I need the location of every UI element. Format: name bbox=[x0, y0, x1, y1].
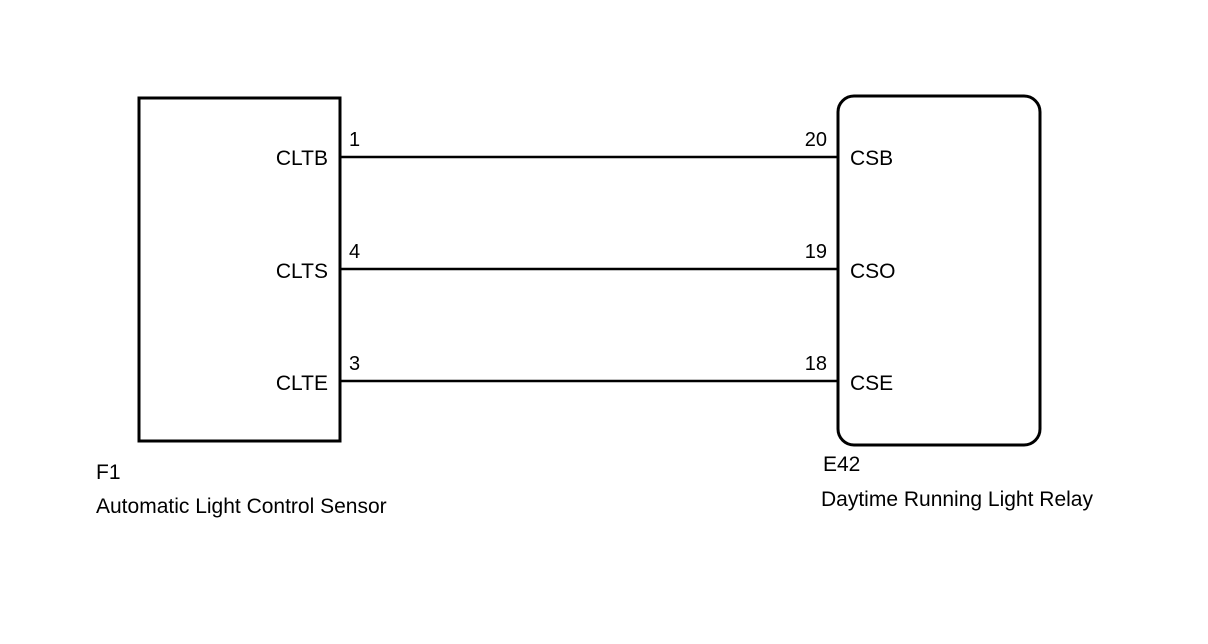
sensor-pin-1: 1 bbox=[349, 129, 360, 151]
relay-name: Daytime Running Light Relay bbox=[821, 488, 1093, 511]
sensor-terminal-clte: CLTE bbox=[276, 372, 328, 395]
sensor-terminal-cltb: CLTB bbox=[276, 147, 328, 170]
sensor-code: F1 bbox=[96, 461, 121, 484]
relay-terminal-cso: CSO bbox=[850, 260, 896, 283]
relay-box bbox=[836, 94, 1042, 447]
relay-pin-20: 20 bbox=[805, 129, 827, 151]
sensor-terminal-clts: CLTS bbox=[276, 260, 328, 283]
relay-terminal-csb: CSB bbox=[850, 147, 893, 170]
sensor-name: Automatic Light Control Sensor bbox=[96, 495, 387, 518]
sensor-pin-3: 3 bbox=[349, 353, 360, 375]
relay-code: E42 bbox=[823, 453, 860, 476]
relay-terminal-cse: CSE bbox=[850, 372, 893, 395]
relay-pin-19: 19 bbox=[805, 241, 827, 263]
sensor-pin-4: 4 bbox=[349, 241, 360, 263]
relay-pin-18: 18 bbox=[805, 353, 827, 375]
